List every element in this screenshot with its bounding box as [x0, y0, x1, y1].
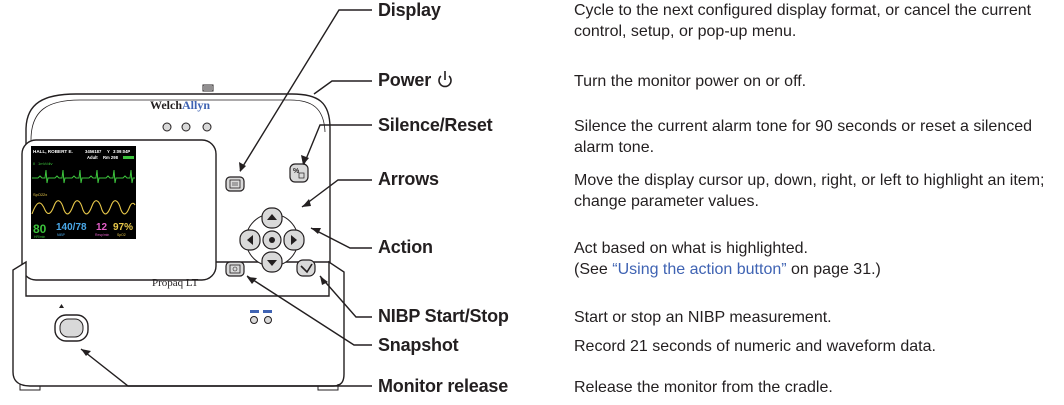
svg-text:12: 12 — [96, 222, 108, 233]
desc-snapshot: Record 21 seconds of numeric and wavefor… — [574, 338, 936, 355]
desc-arrows: Move the display cursor up, down, right,… — [574, 172, 1045, 210]
label-monitor-release: Monitor release — [378, 376, 509, 396]
svg-text:80: 80 — [33, 222, 47, 236]
brand-logo: WelchAllyn — [150, 98, 210, 112]
arrow-down-icon — [267, 260, 277, 266]
arrow-left-icon — [247, 235, 253, 245]
cradle-leds — [250, 310, 272, 324]
svg-text:140/78: 140/78 — [56, 222, 87, 233]
monitor-release-button[interactable] — [54, 304, 89, 342]
desc-action-text: Act based on what is highlighted. — [574, 240, 808, 257]
snapshot-button[interactable] — [225, 261, 245, 277]
svg-text:HR/min: HR/min — [34, 235, 45, 239]
svg-text:3456187: 3456187 — [85, 149, 102, 154]
label-snapshot: Snapshot — [378, 335, 459, 355]
svg-text:SpO2: SpO2 — [33, 192, 44, 197]
desc-display: Cycle to the next configured display for… — [574, 2, 1032, 40]
label-action: Action — [378, 237, 433, 257]
svg-text:1mV/div: 1mV/div — [38, 161, 52, 166]
svg-text:II: II — [33, 161, 35, 166]
arrow-right-icon — [291, 235, 297, 245]
desc-nibp-start-stop: Start or stop an NIBP measurement. — [574, 309, 832, 326]
svg-text:SpO2: SpO2 — [117, 233, 126, 237]
desc-silence-reset: Silence the current alarm tone for 90 se… — [574, 118, 1033, 156]
desc-action: Act based on what is highlighted. (See “… — [574, 238, 1054, 280]
label-arrows: Arrows — [378, 169, 439, 189]
desc-monitor-release: Release the monitor from the cradle. — [574, 379, 833, 396]
monitor-screen: HALL, ROBERT E. 3456187 Y 3:09:04P Adult… — [31, 146, 136, 239]
callout-arrowheads — [81, 155, 328, 356]
power-icon — [438, 71, 452, 88]
display-button[interactable] — [225, 176, 245, 192]
svg-text:97%: 97% — [113, 222, 133, 233]
desc-action-reference: (See “Using the action button” on page 3… — [574, 261, 881, 278]
arrow-pad[interactable] — [239, 207, 305, 273]
svg-text:Resp/min: Resp/min — [95, 233, 109, 237]
callout-lines — [80, 9, 372, 387]
label-display: Display — [378, 0, 441, 20]
label-silence-reset: Silence/Reset — [378, 115, 493, 135]
nibp-start-stop-button[interactable] — [296, 259, 316, 277]
svg-text:NIBP: NIBP — [57, 233, 66, 237]
model-name: Propaq LT — [152, 277, 199, 289]
svg-text:2x: 2x — [43, 192, 47, 197]
handle-ridge — [202, 84, 214, 92]
svg-text:Rm 298: Rm 298 — [103, 155, 119, 160]
silence-reset-button[interactable]: % — [289, 163, 309, 183]
label-power: Power — [378, 70, 453, 91]
label-nibp-start-stop: NIBP Start/Stop — [378, 306, 509, 326]
using-action-button-link[interactable]: “Using the action button” — [612, 261, 787, 278]
desc-power: Turn the monitor power on or off. — [574, 73, 807, 90]
svg-text:HALL, ROBERT E.: HALL, ROBERT E. — [33, 149, 73, 154]
arrow-up-icon — [267, 214, 277, 220]
svg-text:%: % — [293, 168, 300, 175]
svg-text:Adult: Adult — [87, 155, 98, 160]
svg-text:Y: Y — [107, 149, 110, 154]
svg-text:3:09:04P: 3:09:04P — [113, 149, 130, 154]
indicator-leds — [162, 122, 212, 132]
